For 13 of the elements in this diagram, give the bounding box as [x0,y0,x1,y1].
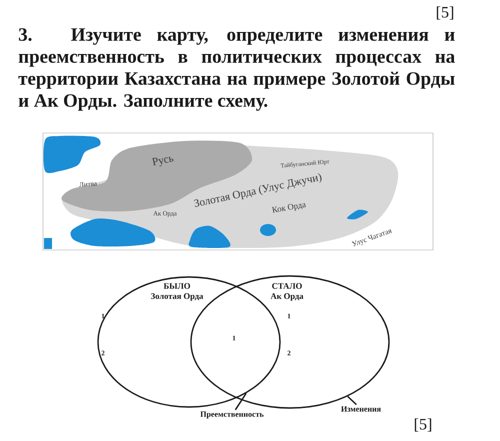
heading-text: БЫЛО [164,283,190,289]
score-mark: [5] [436,6,454,20]
question-text: 3. Изучите карту, определите изменения и преемственность в политических процессах на территории Казахстана на примере Золотой Орды и Ак Орды. Заполните схему. [18,28,455,111]
subtitle-text: Ак Орда [270,293,304,301]
map-label: Русь [152,156,174,166]
leader-line [347,396,357,406]
score-mark: [5] [414,418,432,432]
caption-text: Преемственность [200,412,264,418]
subtitle-text: Золотая Орда [151,293,204,301]
caption-text: Изменения [341,406,381,412]
heading-text: СТАЛО [272,283,302,289]
leader-line [234,393,247,410]
map-label: Кок Орда [272,203,306,213]
